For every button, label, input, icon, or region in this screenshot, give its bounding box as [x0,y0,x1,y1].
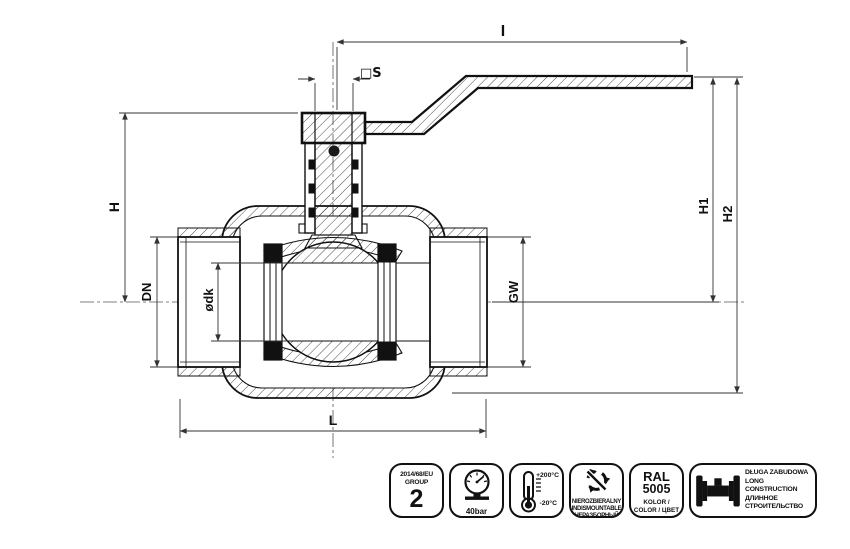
color-label-1: KOLOR / [643,499,670,506]
certification-badges: 2014/68/EU GROUP 2 40bar [389,463,817,518]
dim-label-l: L [329,412,338,428]
ral-code: 5005 [642,482,671,496]
dimension-lines [119,39,743,438]
construction-en: LONG CONSTRUCTION [745,477,798,494]
dimension-labels: I □S H H1 H2 DN ødk GW L [106,23,735,428]
pressure-gauge-icon [463,469,490,500]
construction-ru: ДЛИННОЕ СТРОИТЕЛЬСТВО [745,494,803,511]
group-number: 2 [409,485,424,513]
color-label-2: COLOR / ЦВЕТ [633,506,680,514]
valve-silhouette-icon [696,475,740,506]
indismountable-en: INDISMOUNTABLE [571,505,622,512]
valve-stem [298,111,368,249]
badge-long-construction: DŁUGA ZABUDOWA LONG CONSTRUCTION ДЛИННОЕ… [689,463,817,518]
dim-label-gw: GW [506,280,521,303]
thermometer-icon [521,471,541,513]
valve-handle [363,74,694,136]
dim-label-dn: DN [139,283,154,302]
badge-indismountable: NIEROZBIERALNY INDISMOUNTABLE НЕРАЗБОРНЫ… [569,463,624,518]
construction-pl: DŁUGA ZABUDOWA [745,469,809,477]
dim-label-s: □S [360,66,382,81]
directive-label: 2014/68/EU [400,471,433,478]
badge-pressure-rating: 40bar [449,463,504,518]
threaded-ports [177,227,488,377]
badge-pressure-group: 2014/68/EU GROUP 2 [389,463,444,518]
dim-label-dk: ødk [201,288,216,312]
dim-label-h: H [106,202,122,212]
no-disassembly-icon [585,468,611,493]
dim-label-i: I [501,23,505,40]
ball-seats [263,243,397,361]
indismountable-pl: NIEROZBIERALNY [571,499,622,505]
group-label: GROUP [404,479,429,486]
badge-color-ral: RAL 5005 KOLOR / COLOR / ЦВЕТ [629,463,684,518]
temperature-min: -20°C [539,500,557,507]
pressure-value: 40bar [465,507,488,516]
dim-label-h1: H1 [696,198,711,215]
temperature-max: +200°C [536,472,559,479]
dim-label-h2: H2 [720,206,735,223]
stem-pin [328,145,340,157]
indismountable-ru: НЕРАЗБОРНЫЙ [574,512,619,518]
ral-label: RAL [643,469,670,484]
badge-temperature-range: +200°C -20°C [509,463,564,518]
